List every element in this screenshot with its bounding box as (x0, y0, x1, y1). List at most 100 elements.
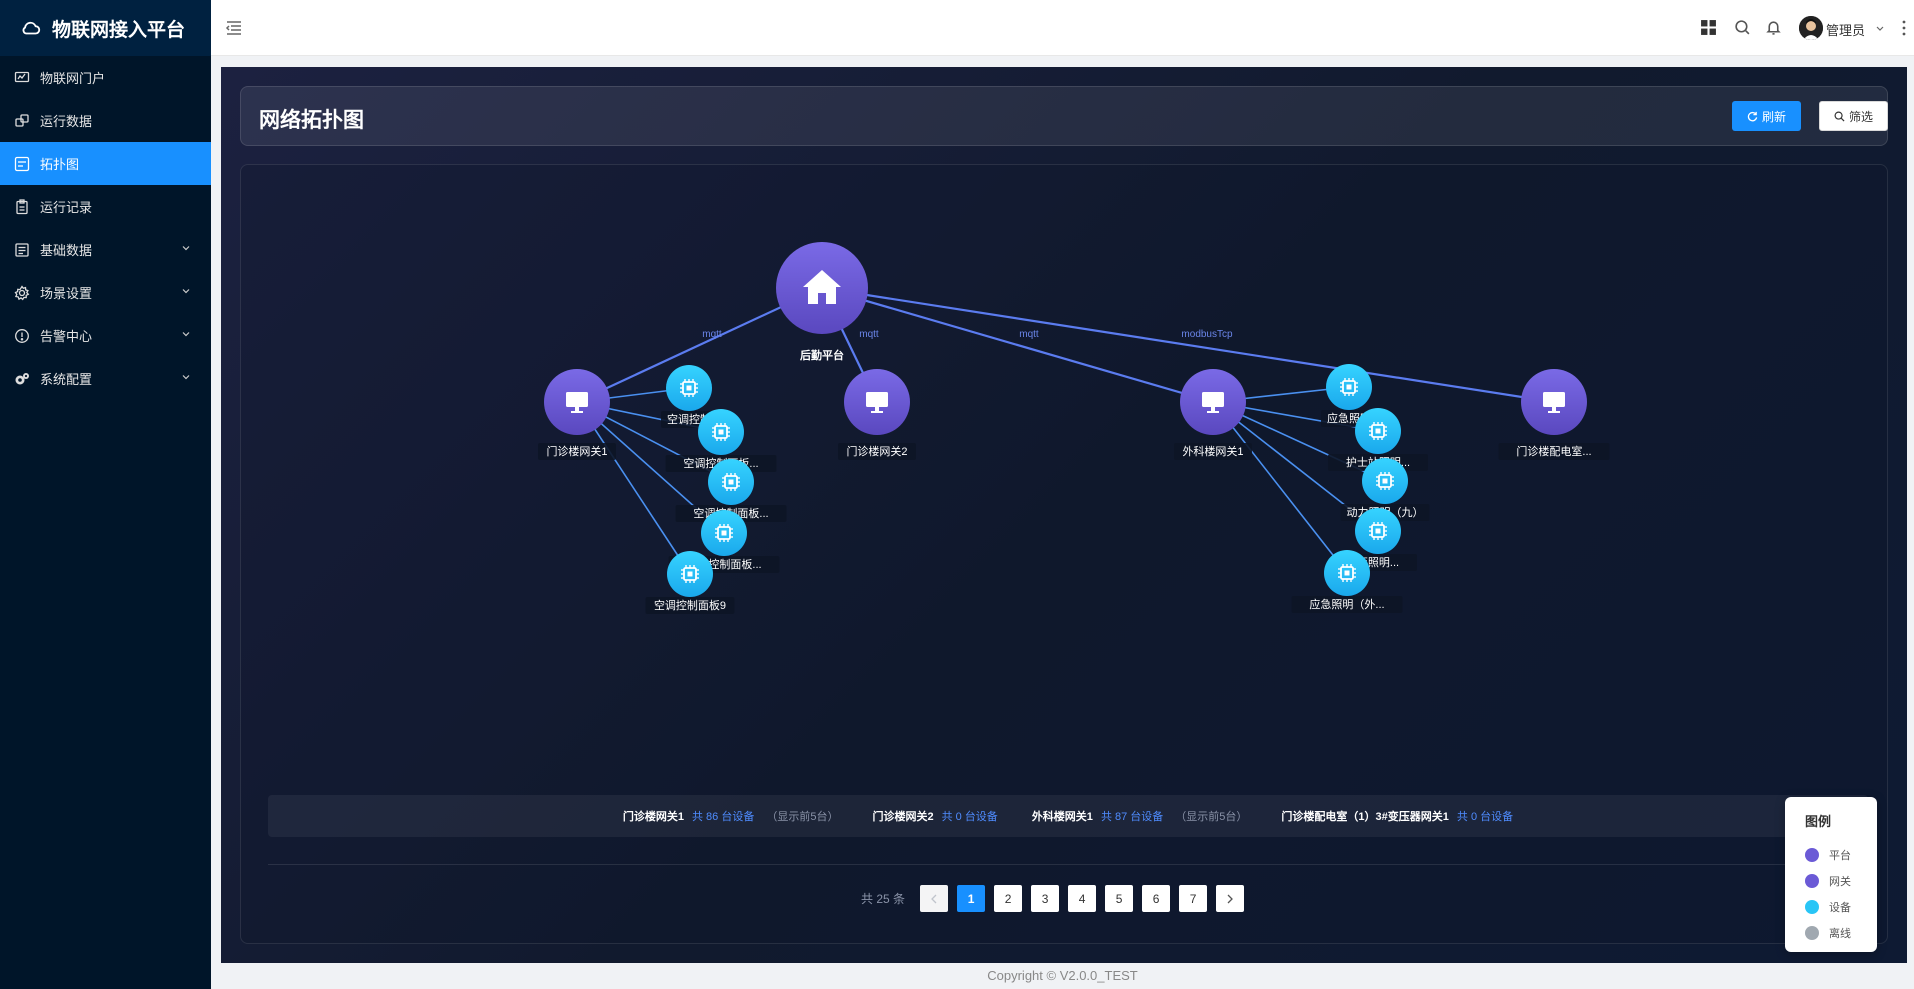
next-page-button[interactable] (1216, 885, 1245, 912)
config-icon (14, 371, 30, 387)
chevron-left-icon (931, 894, 937, 903)
chip-icon (715, 524, 733, 542)
gateway-label-1-text: 门诊楼网关2 (846, 444, 907, 458)
app-logo[interactable]: 物联网接入平台 (0, 0, 211, 56)
page-number: 7 (1189, 891, 1197, 906)
device-node-4[interactable] (667, 551, 713, 597)
page-number: 5 (1115, 891, 1123, 906)
legend: 图例 平台网关设备离线 (1785, 797, 1877, 952)
alert-icon (14, 328, 30, 344)
device-label-9: 应急照明（外... (1291, 596, 1403, 613)
legend-label: 网关 (1829, 876, 1851, 888)
pagination-total: 共 25 条 (861, 892, 906, 906)
legend-dot (1805, 874, 1819, 888)
gateway-label-3-text: 门诊楼配电室... (1516, 444, 1591, 458)
device-node-7[interactable] (1362, 458, 1408, 504)
gateway-stat-count: 共 0 台设备 (1456, 811, 1514, 823)
page-button-7[interactable]: 7 (1179, 885, 1208, 912)
monitor-icon (1543, 392, 1565, 413)
user-name[interactable]: 管理员 (1826, 23, 1866, 38)
page-button-2[interactable]: 2 (994, 885, 1023, 912)
gateway-label-1: 门诊楼网关2 (838, 443, 916, 460)
sidebar-item-label: 运行数据 (40, 114, 93, 129)
device-node-5[interactable] (1326, 364, 1372, 410)
gateway-node-0[interactable] (544, 369, 610, 435)
sidebar-item-1[interactable]: 运行数据 (0, 99, 211, 142)
page-number: 4 (1078, 891, 1086, 906)
sidebar-item-label: 拓扑图 (40, 157, 80, 172)
chevron-down-icon[interactable] (1875, 24, 1885, 34)
device-node-8[interactable] (1355, 508, 1401, 554)
legend-item-0: 平台 (1805, 842, 1877, 868)
search-icon[interactable] (1734, 19, 1751, 36)
sidebar-item-6[interactable]: 告警中心 (0, 314, 211, 357)
refresh-button[interactable]: 刷新 (1732, 101, 1801, 131)
device-node-9[interactable] (1324, 550, 1370, 596)
device-label-4-bg (645, 597, 735, 614)
menu-collapse-icon[interactable] (225, 19, 243, 37)
page-number: 1 (967, 891, 975, 906)
page-button-3[interactable]: 3 (1031, 885, 1060, 912)
device-node-1[interactable] (698, 409, 744, 455)
device-node-6[interactable] (1355, 408, 1401, 454)
device-node-0[interactable] (666, 365, 712, 411)
chevron-down-icon (181, 372, 191, 382)
footer-copyright: Copyright © V2.0.0_TEST (987, 968, 1138, 983)
more-vertical-icon[interactable] (1901, 18, 1907, 38)
page-button-5[interactable]: 5 (1105, 885, 1134, 912)
gateway-node-1[interactable] (844, 369, 910, 435)
chevron-right-icon (1227, 894, 1233, 903)
refresh-icon (1747, 111, 1758, 121)
chip-icon (680, 379, 698, 397)
gateway-stat-name: 外科楼网关1 (1031, 811, 1093, 823)
gateway-node-2[interactable] (1180, 369, 1246, 435)
gateway-label-0-text: 门诊楼网关1 (546, 444, 607, 458)
prev-page-button[interactable] (920, 885, 949, 912)
sidebar: 物联网接入平台 物联网门户运行数据拓扑图运行记录基础数据场景设置告警中心系统配置 (0, 0, 211, 989)
device-label-4-text: 空调控制面板9 (654, 598, 726, 612)
data-icon (14, 113, 30, 129)
page-number: 2 (1004, 891, 1012, 906)
sidebar-item-4[interactable]: 基础数据 (0, 228, 211, 271)
platform-node[interactable] (776, 242, 868, 334)
device-node-3[interactable] (701, 510, 747, 556)
legend-item-1: 网关 (1805, 868, 1877, 894)
gateway-label-0: 门诊楼网关1 (538, 443, 616, 460)
clipboard-icon (14, 198, 30, 215)
avatar[interactable] (1799, 16, 1823, 40)
sidebar-item-5[interactable]: 场景设置 (0, 271, 211, 314)
sidebar-item-0[interactable]: 物联网门户 (0, 56, 211, 99)
chip-icon (1340, 378, 1358, 396)
bell-icon[interactable] (1765, 19, 1782, 36)
page-button-6[interactable]: 6 (1142, 885, 1171, 912)
gateway-label-2-text: 外科楼网关1 (1182, 444, 1243, 458)
cloud-icon (20, 17, 42, 39)
sidebar-item-2[interactable]: 拓扑图 (0, 142, 211, 185)
sidebar-item-label: 基础数据 (40, 243, 93, 258)
gateway-label-1-bg (838, 443, 916, 460)
page-button-1[interactable]: 1 (957, 885, 986, 912)
chip-icon (1369, 422, 1387, 440)
app-title: 物联网接入平台 (52, 19, 186, 41)
search-icon (1834, 111, 1845, 122)
gateway-node-3[interactable] (1521, 369, 1587, 435)
device-label-9-text: 应急照明（外... (1309, 597, 1384, 611)
sidebar-item-3[interactable]: 运行记录 (0, 185, 211, 228)
gateway-stat-extra: （显示前5台） (1175, 811, 1248, 823)
device-label-0-text: 空调控制 (667, 412, 711, 426)
gateway-label-3-bg (1498, 443, 1610, 460)
device-node-2[interactable] (708, 459, 754, 505)
filter-button[interactable]: 筛选 (1819, 101, 1888, 131)
page-button-4[interactable]: 4 (1068, 885, 1097, 912)
sidebar-item-7[interactable]: 系统配置 (0, 357, 211, 400)
legend-item-3: 离线 (1805, 920, 1877, 946)
legend-item-2: 设备 (1805, 894, 1877, 920)
grid-icon[interactable] (1700, 19, 1717, 36)
